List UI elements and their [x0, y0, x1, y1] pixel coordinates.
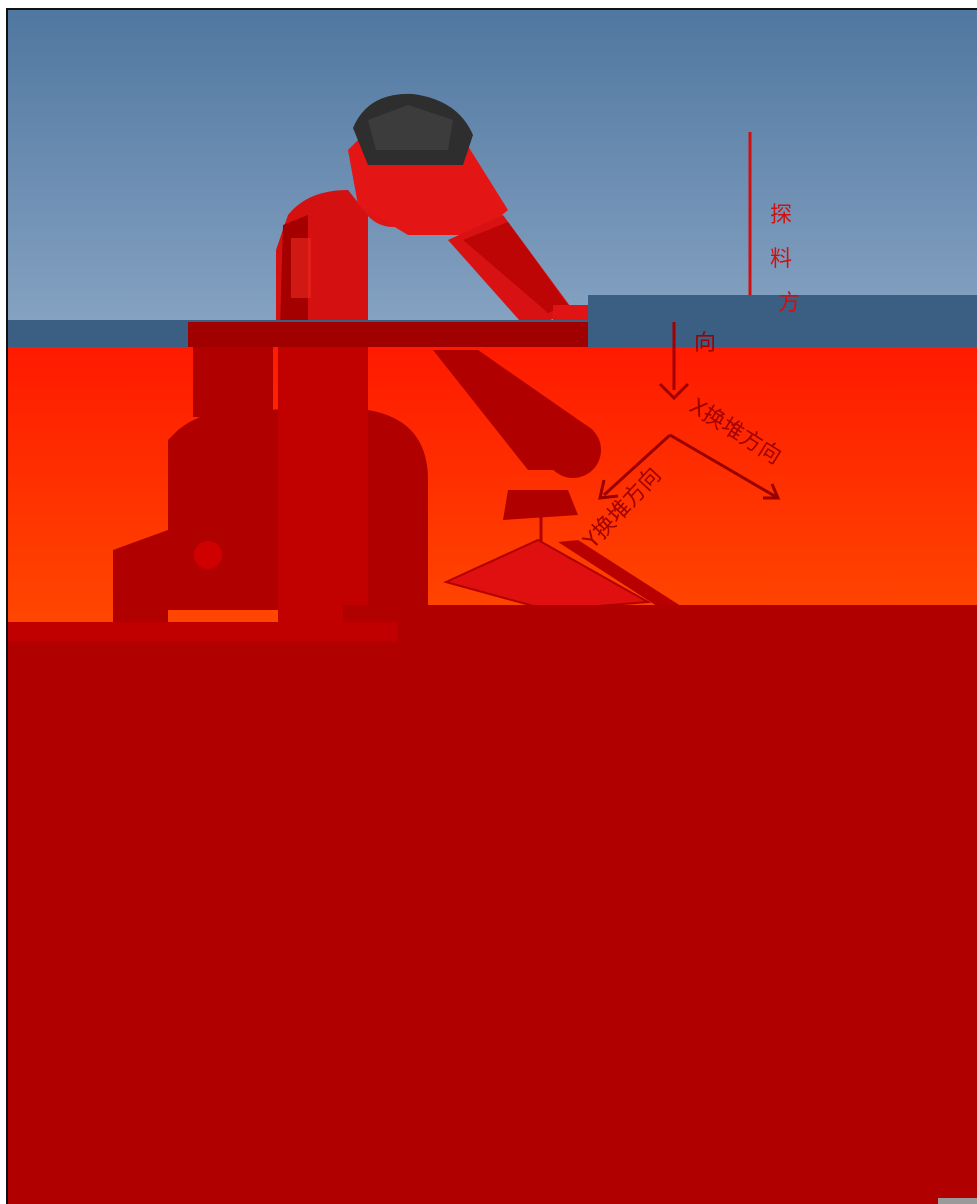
image-frame: 探 料 方 向 X换堆方向 Y换堆方向: [6, 8, 977, 1204]
corner-nub: [938, 1198, 977, 1204]
feed-label-char-4: 向: [694, 331, 716, 356]
feed-label-char-1: 探: [770, 203, 792, 228]
feed-label-char-3: 方: [778, 291, 800, 316]
feed-label-char-2: 料: [770, 247, 792, 272]
glitch-band-deep-red: [8, 630, 977, 1204]
robot-render-scene: 探 料 方 向 X换堆方向 Y换堆方向: [8, 10, 977, 1204]
robot-silhouette-base: [278, 347, 368, 627]
